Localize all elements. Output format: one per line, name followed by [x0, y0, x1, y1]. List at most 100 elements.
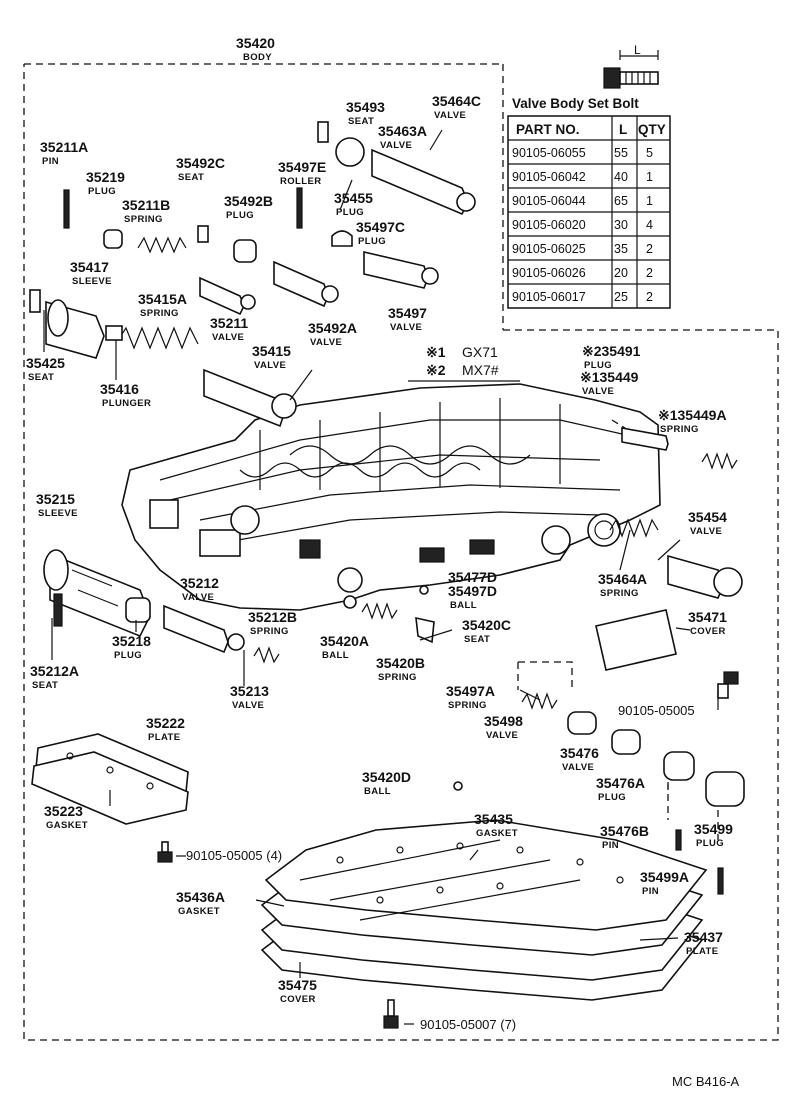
part-name-35223: GASKET — [46, 820, 88, 831]
bolt-part-number-b3: 90105-05007 (7) — [420, 1017, 516, 1032]
spring-35497a-shape — [521, 692, 558, 710]
part-name-35415a: SPRING — [140, 308, 179, 319]
table-cell-l: 20 — [614, 266, 628, 280]
table-cell-qty: 1 — [646, 170, 653, 184]
figure-code: MC B416-A — [672, 1074, 740, 1089]
pin-35211a-shape — [63, 189, 70, 229]
part-name-35455: PLUG — [336, 207, 364, 218]
part-number-35425: 35425 — [26, 355, 65, 371]
body-part-name: BODY — [243, 52, 272, 63]
spring-35449a-shape — [701, 452, 738, 470]
part-name-35425: SEAT — [28, 372, 54, 383]
table-cell-qty: 2 — [646, 242, 653, 256]
valve-35211-shape — [199, 276, 245, 316]
col-header-l: L — [619, 122, 627, 137]
part-number-35219: 35219 — [86, 169, 125, 185]
part-number-35464c: 35464C — [432, 93, 481, 109]
part-name-35476b: PIN — [602, 840, 619, 851]
bolt-part-number-b1: 90105-05005 — [618, 703, 695, 718]
part-number-35435: 35435 — [474, 811, 513, 827]
part-number-35437: 35437 — [684, 929, 723, 945]
part-name-35492c: SEAT — [178, 172, 204, 183]
plug-35218-shape — [125, 597, 151, 623]
part-number-35212b: 35212B — [248, 609, 297, 625]
plug-35492b-shape — [233, 239, 257, 263]
part-name-35437: PLATE — [686, 946, 718, 957]
part-number-35415: 35415 — [252, 343, 291, 359]
sleeve-35215-shape — [49, 552, 151, 638]
bolt-part-number-b2: 90105-05005 (4) — [186, 848, 282, 863]
valve-35415-shape — [203, 368, 285, 428]
part-name-35476: VALVE — [562, 762, 594, 773]
part-name-35415: VALVE — [254, 360, 286, 371]
part-name-35464a: SPRING — [600, 588, 639, 599]
part-name-35218: PLUG — [114, 650, 142, 661]
plug-35219-shape — [103, 229, 123, 249]
leader-lines — [43, 129, 719, 1025]
part-name-35471: COVER — [690, 626, 726, 637]
set-bolt-illustration: L — [603, 43, 659, 89]
part-number-35475: 35475 — [278, 977, 317, 993]
part-number-35449a: ※135449A — [658, 407, 727, 423]
spring-35464a-shape — [609, 518, 659, 538]
part-name-35435: GASKET — [476, 828, 518, 839]
seat-35212a-shape — [53, 593, 63, 627]
table-title: Valve Body Set Bolt — [512, 96, 639, 111]
spring-35415a-shape — [117, 326, 199, 350]
body-part-number: 35420 — [236, 35, 275, 51]
part-name-35492a: VALVE — [310, 337, 342, 348]
table-cell-part-no: 90105-06026 — [512, 266, 586, 280]
table-cell-l: 30 — [614, 218, 628, 232]
bottom-plate-stack — [260, 819, 708, 1001]
part-number-35436a: 35436A — [176, 889, 225, 905]
ball-35497d-shape — [419, 585, 429, 595]
table-cell-l: 35 — [614, 242, 628, 256]
part-name-35497d: BALL — [450, 600, 477, 611]
table-cell-qty: 4 — [646, 218, 653, 232]
part-number-35455: 35455 — [334, 190, 373, 206]
legend-mark-2: ※2 — [426, 362, 446, 378]
part-name-35219: PLUG — [88, 186, 116, 197]
part-name-35436a: GASKET — [178, 906, 220, 917]
legend-mark-1: ※1 — [426, 344, 446, 360]
part-number-35223: 35223 — [44, 803, 83, 819]
cover-35471-shape — [595, 609, 677, 671]
part-name-35492b: PLUG — [226, 210, 254, 221]
part-name-35463a: VALVE — [380, 140, 412, 151]
model-legend: ※1 GX71 ※2 MX7# — [408, 344, 520, 382]
part-name-35417: SLEEVE — [72, 276, 112, 287]
part-number-35417: 35417 — [70, 259, 109, 275]
plunger-35416-shape — [105, 325, 123, 341]
part-number-35492c: 35492C — [176, 155, 225, 171]
part-name-35475: COVER — [280, 994, 316, 1005]
part-name-35211a: PIN — [42, 156, 59, 167]
part-name-35420d: BALL — [364, 786, 391, 797]
ball-35420d-shape — [453, 781, 463, 791]
table-cell-part-no: 90105-06025 — [512, 242, 586, 256]
spring-35420b-shape — [361, 602, 398, 620]
seat-35492c-shape — [197, 225, 209, 243]
part-number-35497e: 35497E — [278, 159, 326, 175]
part-name-35497: VALVE — [390, 322, 422, 333]
part-number-35476b: 35476B — [600, 823, 649, 839]
spring-35211b-shape — [137, 236, 187, 254]
part-number-35497: 35497 — [388, 305, 427, 321]
part-name-35476a: PLUG — [598, 792, 626, 803]
table-cell-qty: 1 — [646, 194, 653, 208]
plug-35476a-shape — [663, 751, 695, 781]
col-header-qty: QTY — [638, 122, 666, 137]
part-number-35213: 35213 — [230, 683, 269, 699]
plug-35455-shape — [335, 137, 365, 167]
part-number-35211: 35211 — [210, 315, 248, 331]
part-name-35498: VALVE — [486, 730, 518, 741]
valve-35464c-shape — [371, 148, 469, 216]
table-cell-part-no: 90105-06044 — [512, 194, 586, 208]
table-cell-l: 25 — [614, 290, 628, 304]
part-name-35499: PLUG — [696, 838, 724, 849]
valve-35492a-shape — [273, 260, 329, 308]
part-name-35493: SEAT — [348, 116, 374, 127]
part-name-35497a: SPRING — [448, 700, 487, 711]
seat-35420c-shape — [415, 616, 435, 644]
